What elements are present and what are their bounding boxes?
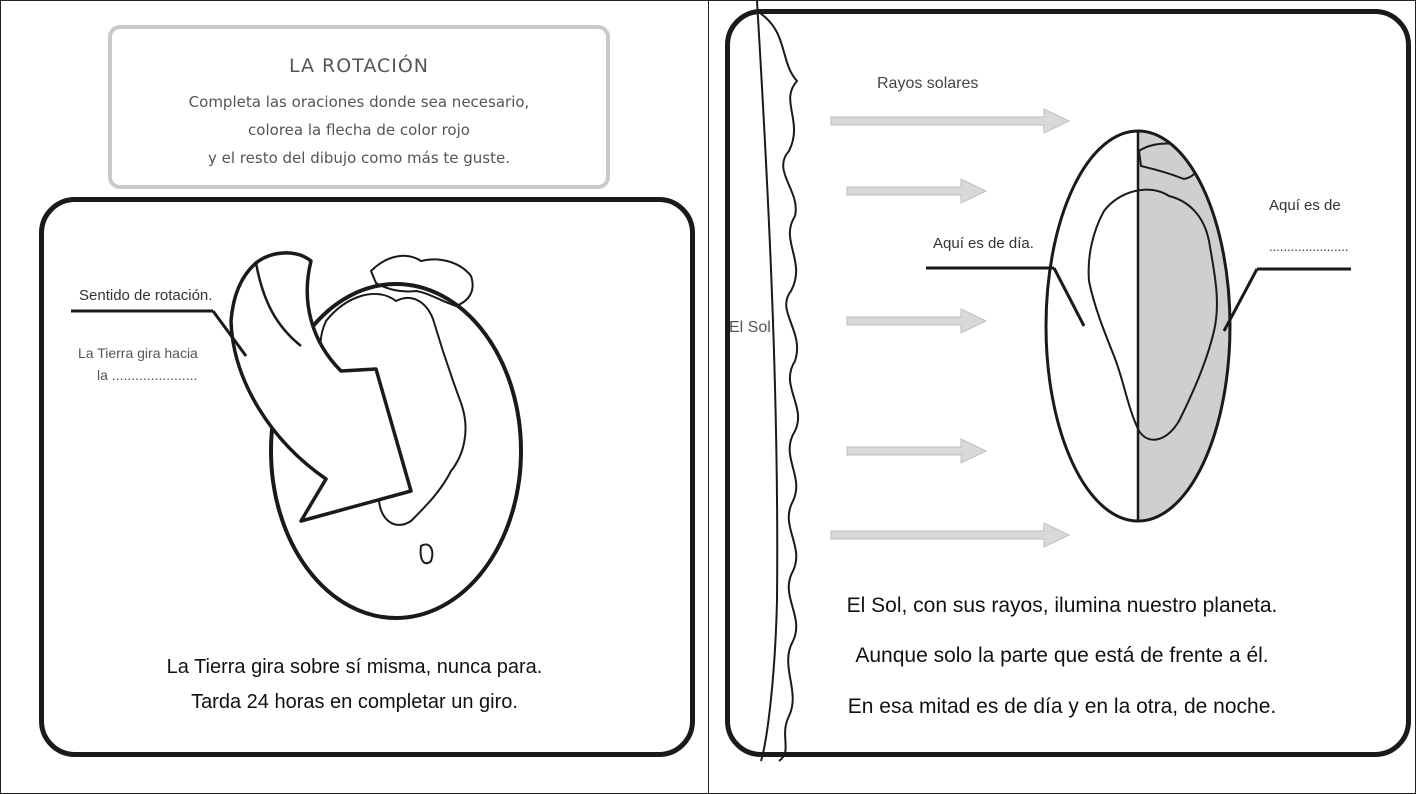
instruction-line-2: colorea la flecha de color rojo [248, 121, 470, 139]
rotation-direction-label: Sentido de rotación. [79, 287, 213, 304]
earth-continents-outline [1087, 188, 1218, 441]
rotation-caption-2: Tarda 24 horas en completar un giro. [191, 691, 518, 713]
ray-arrow-1 [830, 108, 1071, 134]
sun-edge [756, 1, 779, 762]
sun-caption-3: En esa mitad es de día y en la otra, de … [847, 695, 1277, 718]
day-side-label: Aquí es de día. [933, 235, 1034, 252]
night-leader-diagonal [1222, 268, 1259, 332]
europe-coastline [369, 254, 474, 308]
sun-flames [756, 10, 800, 762]
instructions-box: LA ROTACIÓN Completa las oraciones donde… [108, 25, 610, 189]
rotation-leader-diagonal [211, 310, 248, 357]
ray-arrow-2 [846, 178, 988, 204]
earth-rotation-drawing [71, 251, 523, 620]
ray-arrow-5 [830, 522, 1071, 548]
solar-ray-arrows [830, 108, 1071, 548]
worksheet-title: LA ROTACIÓN [288, 55, 430, 77]
solar-rays-label: Rayos solares [877, 75, 979, 92]
rotation-worksheet: LA ROTACIÓN Completa las oraciones donde… [0, 0, 709, 794]
turns-toward-label: La Tierra gira hacia [78, 345, 198, 361]
sun-caption-1: El Sol, con sus rayos, ilumina nuestro p… [846, 594, 1278, 617]
rotation-illustration-frame [39, 197, 695, 757]
day-leader-diagonal [1052, 267, 1086, 327]
night-side-blank: ...................... [1269, 239, 1349, 254]
day-night-illustration-frame [725, 9, 1411, 757]
ribbon-fold [254, 262, 302, 347]
turns-toward-blank: la ...................... [97, 367, 198, 383]
sun-earth-drawing [756, 1, 1351, 762]
night-side-label: Aquí es de [1269, 197, 1341, 214]
night-side-shade [1138, 131, 1230, 521]
day-night-worksheet: Rayos solares El Sol Aquí es de día. Aqu… [708, 0, 1416, 794]
madagascar-outline [419, 543, 434, 565]
sun-label: El Sol [729, 319, 771, 336]
rotation-caption-1: La Tierra gira sobre sí misma, nunca par… [166, 656, 543, 678]
ray-arrow-3 [846, 308, 988, 334]
instruction-line-1: Completa las oraciones donde sea necesar… [188, 93, 530, 111]
instruction-line-3: y el resto del dibujo como más te guste. [208, 149, 510, 167]
ray-arrow-4 [846, 438, 988, 464]
sun-caption-2: Aunque solo la parte que está de frente … [855, 644, 1269, 667]
